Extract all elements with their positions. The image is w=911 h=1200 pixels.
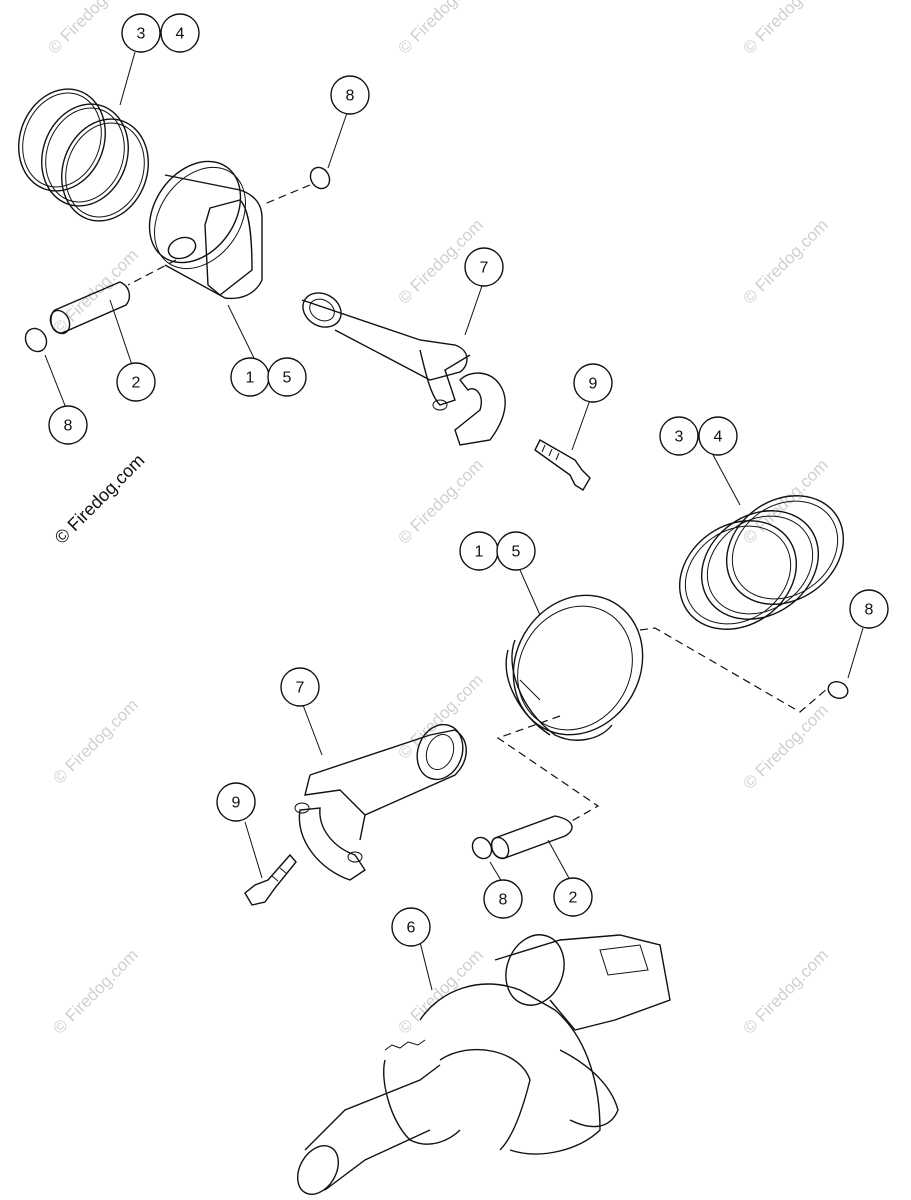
connecting-rod-top xyxy=(301,292,506,446)
callout-number: 1 xyxy=(475,544,484,561)
piston-pin-top xyxy=(49,281,131,335)
callout-number: 9 xyxy=(232,795,241,812)
callout-rod-bolt-9: 9 xyxy=(216,782,256,822)
callout-number: 1 xyxy=(246,370,255,387)
watermark-text: © Firedog.com xyxy=(739,945,831,1037)
connecting-rod-middle xyxy=(294,723,467,881)
callout-number: 8 xyxy=(346,88,355,105)
callout-layer: 3 4 8 2 1 5 8 7 9 3 4 1 5 8 7 9 8 2 6 xyxy=(48,13,889,947)
callout-piston-pin-2: 2 xyxy=(116,362,156,402)
callout-piston-ring-set-4: 4 xyxy=(698,416,738,456)
circlip-top-left xyxy=(24,327,48,353)
piston-pin-bottom xyxy=(490,815,573,860)
callout-circlip-8: 8 xyxy=(483,879,523,919)
callout-piston-ring-set-3: 3 xyxy=(659,416,699,456)
callout-piston-1: 1 xyxy=(230,357,270,397)
callout-number: 2 xyxy=(132,375,141,392)
callout-piston-5: 5 xyxy=(267,357,307,397)
watermark-text: © Firedog.com xyxy=(739,0,831,58)
callout-circlip-8: 8 xyxy=(330,75,370,115)
callout-piston-1: 1 xyxy=(459,531,499,571)
callout-number: 6 xyxy=(407,920,416,937)
rod-bolt-top xyxy=(534,439,591,491)
rod-bolt-middle xyxy=(244,853,297,906)
callout-circlip-8: 8 xyxy=(849,589,889,629)
callout-number: 5 xyxy=(283,370,292,387)
circlip-top-right xyxy=(309,166,331,190)
callout-number: 8 xyxy=(64,418,73,435)
callout-number: 7 xyxy=(480,260,489,277)
watermark-layer: © Firedog.com © Firedog.com © Firedog.com ©… xyxy=(44,0,831,1038)
watermark-text: © Firedog.com xyxy=(49,695,141,787)
watermark-text: © Firedog.com xyxy=(739,215,831,307)
callout-piston-5: 5 xyxy=(496,531,536,571)
callout-piston-ring-set-4: 4 xyxy=(160,13,200,53)
piston-ring-set-middle xyxy=(678,495,845,630)
watermark-text: © Firedog.com xyxy=(49,245,141,337)
watermark-text: © Firedog.com xyxy=(739,700,831,792)
crankshaft xyxy=(297,934,671,1195)
callout-number: 5 xyxy=(512,544,521,561)
callout-number: 4 xyxy=(176,26,185,43)
piston-ring-set-top xyxy=(18,88,149,222)
watermark-text: © Firedog.com xyxy=(394,945,486,1037)
callout-number: 3 xyxy=(675,429,684,446)
callout-number: 2 xyxy=(569,890,578,907)
callout-number: 8 xyxy=(865,602,874,619)
watermark-text: © Firedog.com xyxy=(394,670,486,762)
callout-connecting-rod-7: 7 xyxy=(464,247,504,287)
piston-middle xyxy=(505,594,644,741)
callout-number: 8 xyxy=(499,892,508,909)
callout-piston-ring-set-3: 3 xyxy=(121,13,161,53)
callout-number: 3 xyxy=(137,26,146,43)
callout-connecting-rod-7: 7 xyxy=(280,667,320,707)
callout-circlip-8: 8 xyxy=(48,405,88,445)
callout-number: 9 xyxy=(589,376,598,393)
circlip-middle-right xyxy=(827,681,849,699)
callout-crankshaft-6: 6 xyxy=(391,907,431,947)
watermark-text: © Firedog.com xyxy=(394,0,486,58)
copyright-credit: © Firedog.com xyxy=(51,450,149,548)
piston-top xyxy=(148,160,263,300)
callout-rod-bolt-9: 9 xyxy=(573,363,613,403)
callout-piston-pin-2: 2 xyxy=(553,877,593,917)
circlip-bottom xyxy=(471,836,493,860)
watermark-text: © Firedog.com xyxy=(49,945,141,1037)
callout-number: 4 xyxy=(714,429,723,446)
callout-number: 7 xyxy=(296,680,305,697)
